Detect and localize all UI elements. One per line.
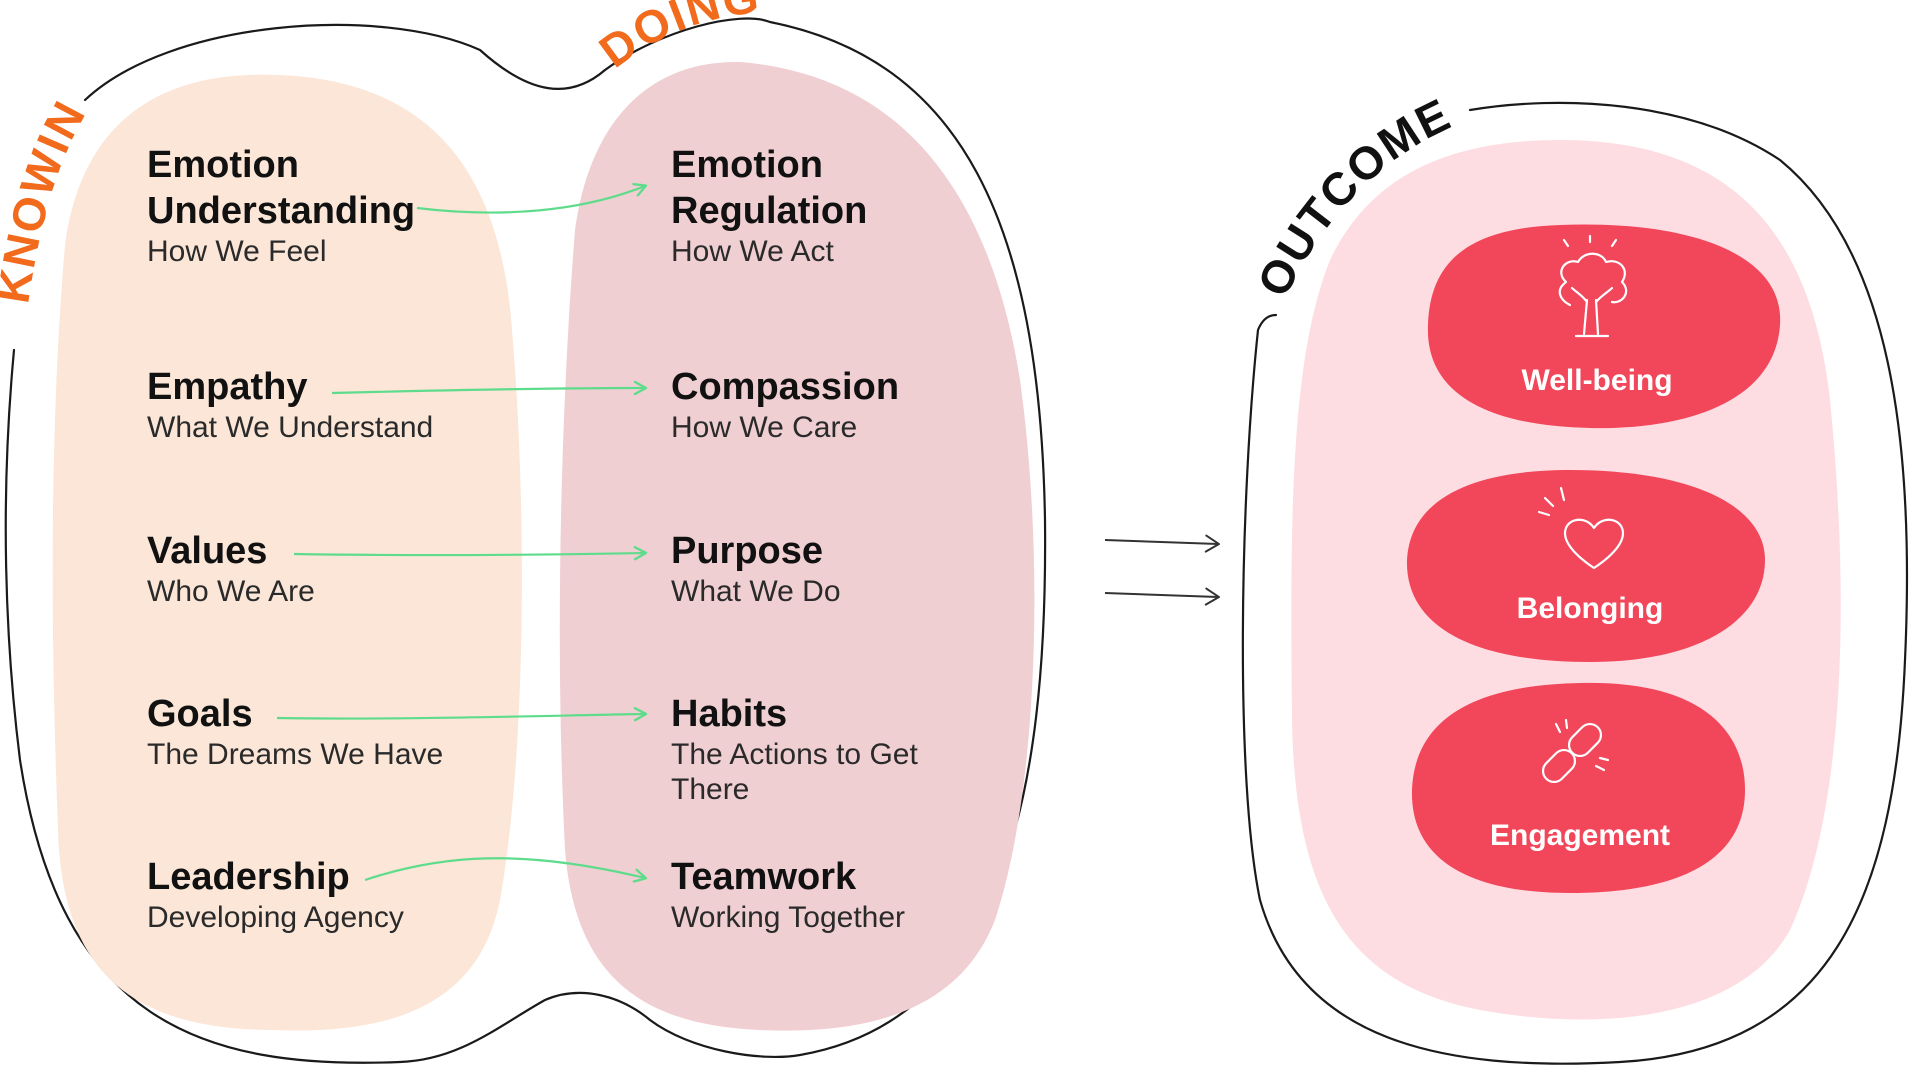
arrow-leadership — [364, 857, 648, 883]
outcome-label-belonging: Belonging — [1517, 592, 1664, 625]
item-title: Empathy — [147, 366, 308, 408]
knowing-item-leadership: Leadership Developing Agency — [147, 854, 507, 935]
arrow-to-outcomes-bottom — [1104, 587, 1220, 606]
item-title: Habits — [671, 693, 788, 735]
item-subtitle: Developing Agency — [147, 901, 404, 934]
item-subtitle: Who We Are — [147, 575, 315, 608]
item-title: Teamwork — [671, 856, 857, 898]
doing-item-purpose: Purpose What We Do — [671, 528, 1011, 609]
knowing-item-goals: Goals The Dreams We Have — [147, 691, 507, 772]
knowing-item-empathy: Empathy What We Understand — [147, 364, 507, 445]
heart-icon — [1537, 486, 1625, 570]
arrow-emotion — [416, 182, 648, 214]
outcome-label-engagement: Engagement — [1490, 819, 1670, 852]
item-title: Purpose — [671, 530, 824, 572]
doing-item-teamwork: Teamwork Working Together — [671, 854, 1011, 935]
item-title: Emotion Regulation — [671, 144, 868, 232]
item-subtitle: Working Together — [671, 901, 906, 934]
item-subtitle: How We Feel — [147, 235, 327, 268]
chain-link-icon — [1541, 718, 1610, 784]
knowing-item-emotion-understanding: Emotion Understanding How We Feel — [147, 142, 447, 269]
knowing-region — [52, 74, 522, 1031]
arrow-goals — [276, 706, 648, 722]
tree-icon — [1558, 234, 1628, 338]
arrow-values — [293, 545, 648, 561]
item-title: Compassion — [671, 366, 900, 408]
item-title: Leadership — [147, 856, 350, 898]
item-title: Emotion Understanding — [147, 144, 416, 232]
outcome-label-wellbeing: Well-being — [1521, 364, 1672, 397]
doing-item-habits: Habits The Actions to Get There — [671, 691, 941, 807]
engagement-blob — [1411, 682, 1745, 893]
wellbeing-blob — [1427, 224, 1781, 429]
item-subtitle: How We Act — [671, 235, 834, 268]
item-title: Values — [147, 530, 268, 572]
item-subtitle: What We Understand — [147, 411, 434, 444]
item-subtitle: The Actions to Get There — [671, 738, 918, 806]
item-subtitle: The Dreams We Have — [147, 738, 444, 771]
doing-item-compassion: Compassion How We Care — [671, 364, 1011, 445]
doing-item-emotion-regulation: Emotion Regulation How We Act — [671, 142, 951, 269]
belonging-blob — [1406, 470, 1765, 662]
item-title: Goals — [147, 693, 253, 735]
outcomes-outline — [1241, 101, 1909, 1065]
knowing-item-values: Values Who We Are — [147, 528, 507, 609]
doing-region — [559, 61, 1035, 1031]
arrow-to-outcomes-top — [1104, 534, 1220, 553]
item-subtitle: What We Do — [671, 575, 841, 608]
item-subtitle: How We Care — [671, 411, 858, 444]
arrow-empathy — [331, 380, 648, 396]
